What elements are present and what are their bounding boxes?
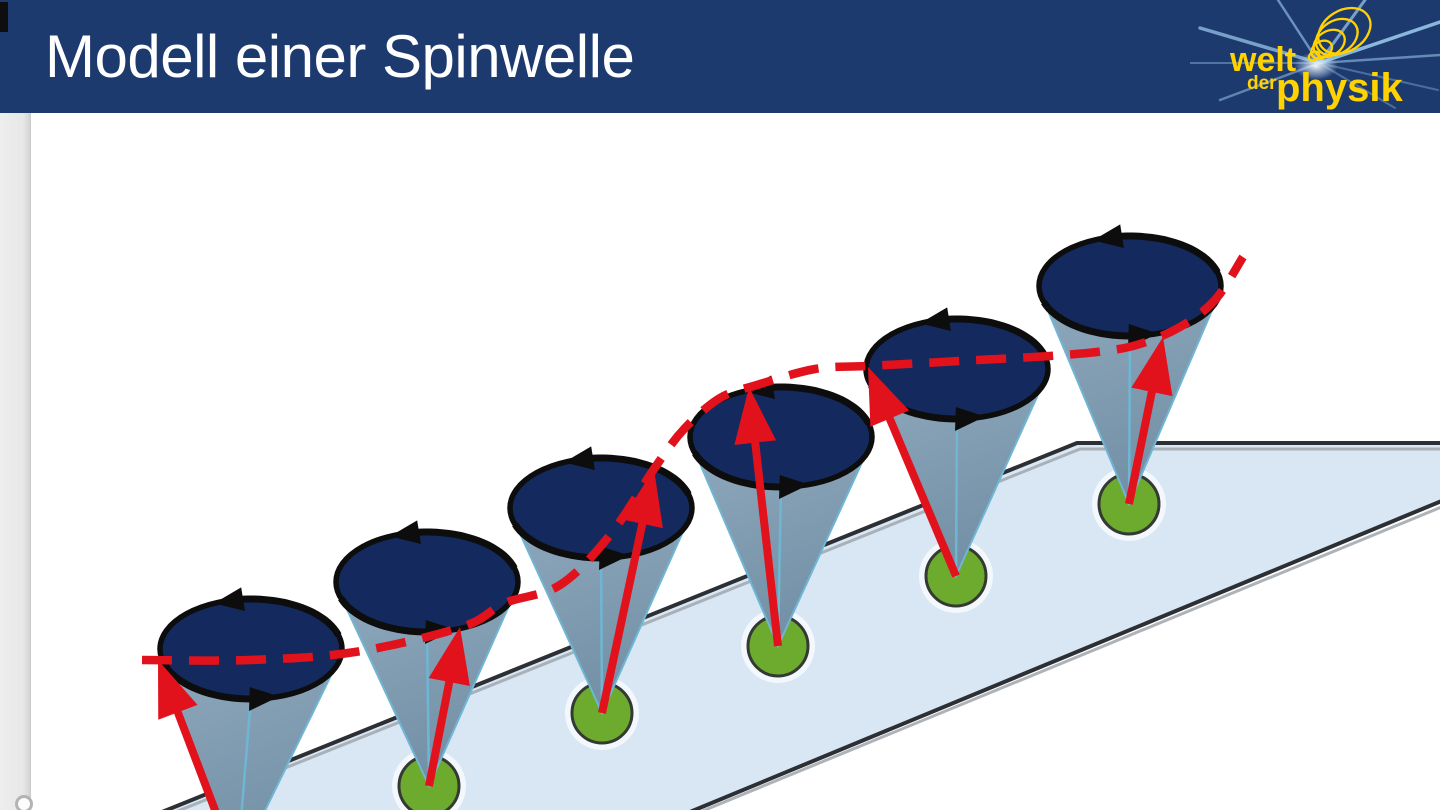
layer-heads	[158, 337, 1173, 720]
rotation-arrow-bottom-arc	[1041, 300, 1132, 340]
spin-cone-1	[157, 587, 345, 810]
layer-wave	[141, 254, 1247, 665]
spin-vector-head-1	[158, 660, 198, 720]
spin-cone-4	[687, 375, 875, 683]
rotation-arrowhead-bottom	[599, 545, 630, 570]
spin-vector-head-5	[868, 367, 910, 427]
rotation-arrowhead-top	[1092, 224, 1124, 249]
layer-shafts	[171, 383, 1158, 810]
rotation-arrow-top-arc	[771, 383, 872, 426]
cone-front-seam	[425, 629, 431, 787]
logo-word-physik: physik	[1276, 66, 1403, 110]
rotation-arrowhead-top	[389, 520, 421, 545]
rotation-arrow-top-arc	[1120, 232, 1221, 275]
spin-vector-3	[598, 515, 648, 714]
spin-cone-6	[1036, 224, 1224, 541]
scrollbar-handle[interactable]	[15, 795, 33, 810]
rotation-arrow-bottom-arc	[162, 663, 253, 703]
logo-graphic: welt der physik	[1190, 0, 1440, 110]
rotation-arrow-top-arc	[241, 595, 342, 638]
logo-word-welt: welt	[1229, 41, 1296, 79]
spin-vector-head-3	[621, 469, 663, 529]
rotation-arrow-top-arc	[417, 528, 518, 571]
rotation-arrowhead-top	[919, 307, 951, 332]
spin-vector-head-6	[1131, 337, 1173, 397]
spin-wave-dashed-line	[141, 254, 1247, 665]
cone-front-seam	[240, 696, 253, 810]
plane-edge-shadow-near	[701, 506, 1440, 810]
logo-spiral-horn-icon	[1307, 6, 1372, 62]
window-notch	[0, 2, 8, 32]
header-bar: Modell einer Spinwelle	[0, 0, 1440, 113]
spin-vector-2	[425, 673, 455, 787]
spin-vector-5	[882, 409, 960, 578]
cone-front-seam	[599, 555, 604, 714]
welt-der-physik-logo: welt der physik	[1190, 0, 1440, 113]
cone-front-seam	[1127, 333, 1132, 505]
rotation-arrow-top-arc	[947, 315, 1048, 358]
page-title: Modell einer Spinwelle	[45, 23, 635, 90]
rotation-arrowhead-bottom	[955, 406, 986, 431]
rotation-arrow-bottom-arc	[338, 596, 429, 636]
spin-vector-head-2	[428, 627, 470, 686]
logo-word-der: der	[1247, 73, 1277, 94]
spin-vector-6	[1125, 383, 1158, 505]
rotation-arrowhead-bottom	[779, 474, 810, 499]
rotation-arrow-bottom-arc	[512, 522, 603, 562]
rotation-arrowhead-top	[213, 587, 245, 612]
spin-vector-1	[171, 703, 220, 810]
rotation-arrowhead-bottom	[249, 686, 280, 711]
cone-front-seam	[954, 416, 959, 577]
spin-vector-4	[750, 434, 782, 647]
spin-vector-head-4	[734, 387, 777, 445]
rotation-arrowhead-top	[563, 446, 595, 471]
logo-rays-icon	[1190, 0, 1440, 109]
scrollbar-track[interactable]	[0, 113, 33, 810]
